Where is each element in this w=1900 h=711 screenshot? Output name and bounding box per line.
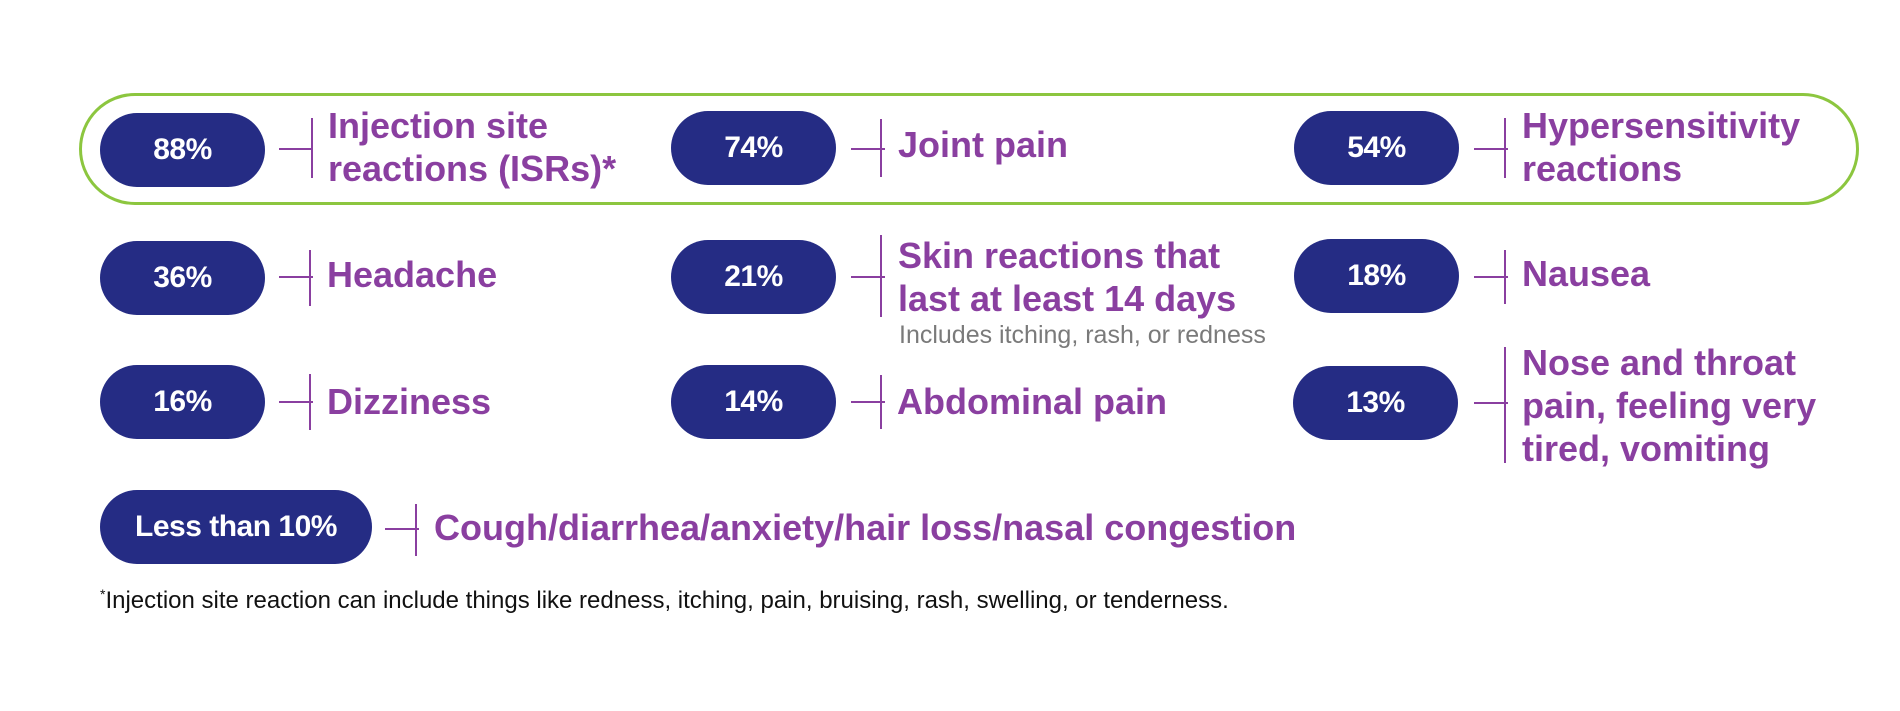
- connector-line: [1474, 148, 1508, 150]
- side-effect-label-isr: Injection site reactions (ISRs)*: [328, 105, 617, 189]
- side-effect-label-skin-reactions: Skin reactions that last at least 14 day…: [898, 235, 1237, 319]
- connector-bracket: [415, 504, 417, 556]
- percent-badge-isr: 88%: [100, 113, 265, 187]
- connector-line: [279, 401, 313, 403]
- connector-bracket: [880, 375, 882, 429]
- connector-bracket: [1504, 118, 1506, 178]
- connector-line: [851, 276, 885, 278]
- percent-badge-joint-pain: 74%: [671, 111, 836, 185]
- connector-bracket: [309, 374, 311, 430]
- connector-line: [279, 148, 313, 150]
- side-effect-label-hypersensitivity: Hypersensitivity reactions: [1522, 105, 1801, 189]
- percent-badge-nausea: 18%: [1294, 239, 1459, 313]
- side-effect-label-joint-pain: Joint pain: [898, 124, 1068, 165]
- footnote-marker: *: [100, 586, 106, 602]
- percent-badge-hypersensitivity: 54%: [1294, 111, 1459, 185]
- connector-line: [1474, 402, 1508, 404]
- percent-badge-nose-throat: 13%: [1293, 366, 1458, 440]
- percent-badge-headache: 36%: [100, 241, 265, 315]
- percent-badge-abdominal-pain: 14%: [671, 365, 836, 439]
- connector-bracket: [309, 250, 311, 306]
- side-effect-note-skin-reactions: Includes itching, rash, or redness: [899, 321, 1266, 349]
- side-effect-label-nose-throat: Nose and throat pain, feeling very tired…: [1522, 342, 1817, 469]
- footnote: *Injection site reaction can include thi…: [100, 586, 1229, 615]
- connector-bracket: [1504, 347, 1506, 463]
- side-effect-label-abdominal-pain: Abdominal pain: [897, 381, 1167, 422]
- side-effect-label-nausea: Nausea: [1522, 253, 1651, 294]
- footnote-text: Injection site reaction can include thin…: [105, 587, 1229, 614]
- side-effect-label-headache: Headache: [327, 254, 498, 295]
- percent-badge-skin-reactions: 21%: [671, 240, 836, 314]
- connector-line: [851, 148, 885, 150]
- percent-badge-dizziness: 16%: [100, 365, 265, 439]
- connector-bracket: [311, 118, 313, 178]
- connector-line: [1474, 276, 1508, 278]
- side-effect-label-dizziness: Dizziness: [327, 381, 492, 422]
- side-effect-label-less-common: Cough/diarrhea/anxiety/hair loss/nasal c…: [434, 507, 1297, 548]
- connector-bracket: [880, 119, 882, 177]
- connector-bracket: [1504, 250, 1506, 304]
- connector-line: [851, 401, 885, 403]
- common-side-effects-highlight-frame: [79, 93, 1859, 205]
- connector-bracket: [880, 235, 882, 317]
- connector-line: [279, 276, 313, 278]
- percent-badge-less-than-10: Less than 10%: [100, 490, 372, 564]
- connector-line: [385, 528, 419, 530]
